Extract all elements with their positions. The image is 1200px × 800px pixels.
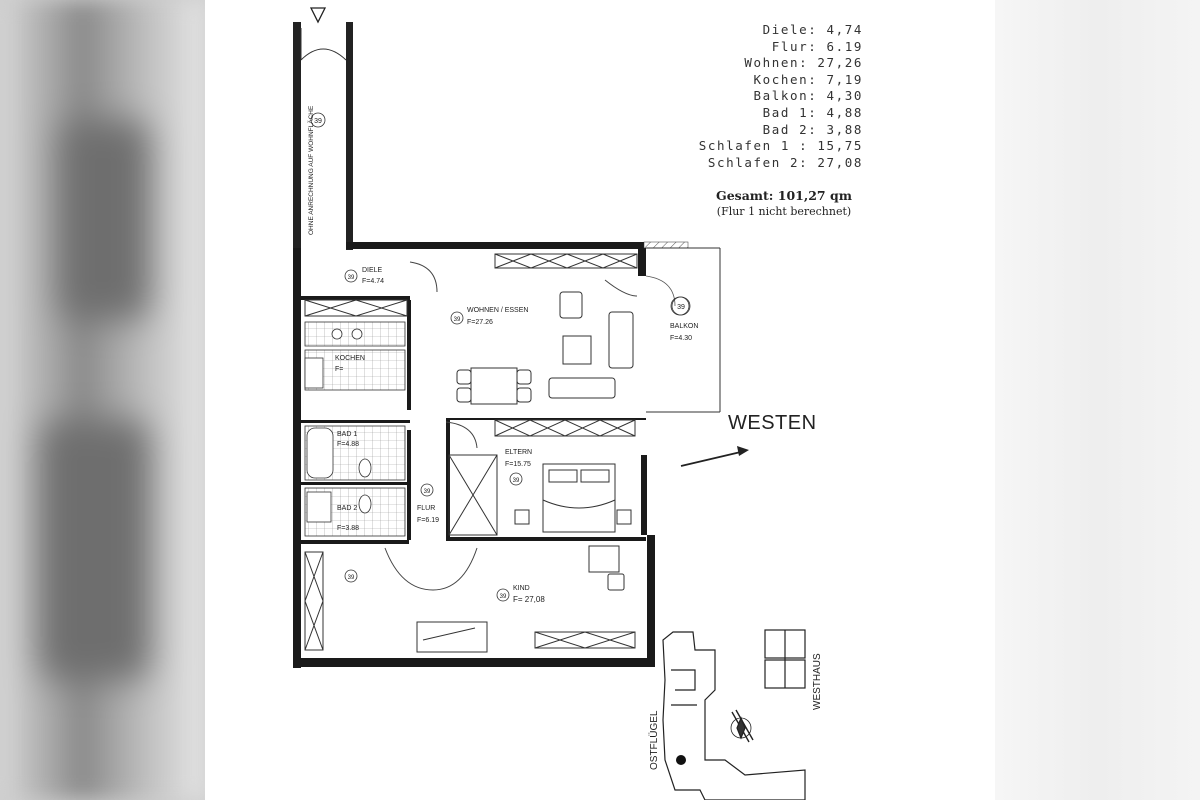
corridor-note: OHNE ANRECHNUNG AUF WOHNFLÄCHE (307, 105, 315, 235)
apartment-walls (293, 242, 655, 668)
area-item-balkon: Balkon: 4,30 (753, 88, 863, 104)
eltern-area: F=15.75 (505, 461, 531, 468)
wohnen-name: WOHNEN / ESSEN (467, 307, 528, 314)
doors (384, 261, 638, 591)
balkon-name: BALKON (670, 323, 698, 330)
floor-plan-drawing: 39 OHNE ANRECHNUNG AUF WOHNFLÄCHE 39 DIE… (293, 7, 823, 800)
area-item-bad1: Bad 1: 4,88 (762, 104, 863, 120)
west-arrow-line (680, 450, 746, 467)
total-area: Gesamt: 101,27 qm (Flur 1 nicht berechne… (705, 188, 863, 218)
wohnen-area: F=27.26 (467, 319, 493, 326)
area-item-schlafen2: Schlafen 2: 27,08 (707, 154, 863, 170)
living-furniture (456, 291, 634, 405)
area-item-wohnen: Wohnen: 27,26 (744, 55, 863, 71)
area-list: Diele: 4,74 Flur: 6.19 Wohnen: 27,26 Koc… (699, 22, 863, 171)
eltern-name: ELTERN (505, 449, 532, 456)
area-item-kochen: Kochen: 7,19 (753, 71, 863, 87)
kind-name: KIND (513, 585, 530, 592)
bath-fixtures (304, 425, 406, 537)
east-wing-label: OSTFLÜGEL (648, 710, 660, 770)
corridor-number: 39 (314, 118, 322, 125)
area-item-diele: Diele: 4,74 (762, 22, 863, 37)
compass-icon (736, 716, 746, 740)
kitchen-fixtures (304, 321, 406, 391)
bad1-name: BAD 1 (337, 431, 357, 438)
floor-plan-sheet: 39 OHNE ANRECHNUNG AUF WOHNFLÄCHE 39 DIE… (205, 0, 995, 800)
bad1-area: F=4.88 (337, 441, 359, 448)
balkon-number: 39 (677, 304, 685, 311)
diele-number: 39 (348, 275, 355, 281)
kind-number: 39 (500, 594, 507, 600)
blurred-background-left (0, 0, 205, 800)
flur-name: FLUR (417, 505, 435, 512)
entrance-arrow-icon (309, 7, 327, 24)
kochen-area: F= (335, 366, 343, 373)
flur-number: 39 (424, 489, 431, 495)
area-item-bad2: Bad 2: 3,88 (762, 121, 863, 137)
room-labels: 39 OHNE ANRECHNUNG AUF WOHNFLÄCHE 39 DIE… (307, 105, 698, 604)
site-plan (662, 629, 806, 800)
bad2-name: BAD 2 (337, 505, 357, 512)
kind-area: F= 27,08 (513, 595, 545, 604)
eltern-number: 39 (513, 478, 520, 484)
extra-number: 39 (348, 575, 355, 581)
blurred-background-right (995, 0, 1200, 800)
total-sum: Gesamt: 101,27 qm (716, 188, 852, 203)
bad2-area: F=3.88 (337, 525, 359, 532)
apartment-location-dot (676, 755, 686, 765)
room-number-markers (310, 112, 691, 602)
west-house-label: WESTHAUS (812, 653, 823, 710)
flur-area: F=6.19 (417, 517, 439, 524)
area-item-flur: Flur: 6.19 (771, 38, 863, 54)
diele-name: DIELE (362, 267, 383, 274)
bedroom-furniture (416, 454, 632, 653)
west-arrow-icon (737, 446, 749, 456)
wohnen-number: 39 (454, 317, 461, 323)
total-note: (Flur 1 nicht berechnet) (716, 205, 852, 218)
kochen-name: KOCHEN (335, 355, 365, 362)
area-item-schlafen1: Schlafen 1 : 15,75 (698, 138, 863, 154)
corridor-flur-1 (293, 7, 353, 254)
windows (304, 253, 638, 651)
diele-area: F=4.74 (362, 278, 384, 285)
balkon-area: F=4.30 (670, 335, 692, 342)
orientation-label: WESTEN (728, 412, 817, 434)
